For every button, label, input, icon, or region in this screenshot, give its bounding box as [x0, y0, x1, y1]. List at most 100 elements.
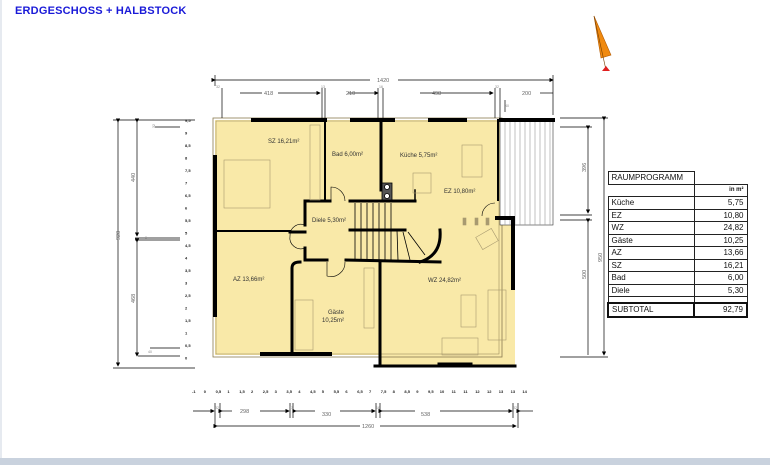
unit-label: in m² — [693, 183, 748, 197]
scale-tick-label: 5,5 — [334, 389, 340, 394]
scale-tick-label: 1,5 — [185, 318, 191, 323]
scale-tick-label: 5 — [322, 389, 325, 394]
room-area: 13,66 — [693, 246, 748, 260]
room-label-az: AZ 13,66m² — [233, 277, 264, 283]
dim-bottom-2: 13 — [289, 406, 293, 410]
dim-left-total: 920 — [116, 231, 122, 240]
dim-top-7: 200 — [522, 91, 531, 97]
dim-bottom-5: 538 — [421, 412, 430, 418]
scale-tick-label: 4 — [185, 256, 188, 261]
scale-tick-label: 4,5 — [310, 389, 316, 394]
scale-tick-label: 8,5 — [404, 389, 410, 394]
room-labels: SZ 16,21m² Bad 6,00m² Küche 5,75m² EZ 10… — [233, 139, 475, 324]
scale-tick-label: 2 — [251, 389, 254, 394]
scale-tick-label: -1 — [192, 389, 196, 394]
scale-tick-label: 2,5 — [185, 293, 191, 298]
scale-tick-label: 6,5 — [357, 389, 363, 394]
scale-tick-label: 1 — [185, 331, 188, 336]
furniture — [223, 124, 507, 356]
dim-bottom-4: 16 — [376, 406, 380, 410]
scale-tick-label: 7,5 — [185, 168, 191, 173]
scale-tick-label: 0,5 — [185, 343, 191, 348]
dim-left-upper: 440 — [131, 173, 137, 182]
room-name: WZ — [607, 221, 695, 235]
room-label-ez: EZ 10,80m² — [444, 189, 475, 195]
dim-top-6: 32 — [495, 85, 499, 89]
room-name: Gäste — [607, 233, 695, 247]
scale-tick-label: 4,5 — [185, 243, 191, 248]
dim-top-total: 1420 — [377, 78, 389, 84]
scale-tick-label: 8 — [185, 156, 188, 161]
scale-tick-label: 3,5 — [286, 389, 292, 394]
room-name: EZ — [607, 208, 695, 222]
dim-top-3: 210 — [346, 91, 355, 97]
scale-tick-label: 11 — [452, 389, 457, 394]
room-area: 16,21 — [693, 258, 748, 272]
room-label-gaeste: Gäste — [328, 310, 345, 316]
room-label-kueche: Küche 5,75m² — [400, 153, 437, 159]
dim-bottom-total: 1260 — [362, 424, 374, 430]
scale-tick-label: 12 — [487, 389, 492, 394]
room-label-wz: WZ 24,82m² — [428, 278, 461, 284]
dim-left-small-2: 40 — [148, 350, 152, 354]
room-area: 10,80 — [693, 208, 748, 222]
bottom-bar — [0, 458, 770, 465]
scale-tick-label: 2 — [185, 306, 188, 311]
scale-tick-label: 0 — [204, 389, 207, 394]
building-floor — [212, 117, 515, 366]
scale-tick-label: 1,5 — [239, 389, 245, 394]
scale-tick-label: 9 — [185, 131, 188, 136]
doors — [289, 186, 496, 277]
dim-bottom-1: 298 — [240, 409, 249, 415]
scale-tick-label: 7 — [185, 181, 188, 186]
scale-tick-label: 9 — [416, 389, 419, 394]
room-label-sz: SZ 16,21m² — [268, 139, 299, 145]
dim-right-upper: 396 — [582, 163, 588, 172]
room-name: AZ — [607, 246, 695, 260]
scale-tick-label: 6 — [345, 389, 348, 394]
dim-top-2: 13 — [321, 85, 325, 89]
scale-tick-label: 7,5 — [381, 389, 387, 394]
subtotal-label: SUBTOTAL — [607, 302, 695, 318]
raumprogramm-title: RAUMPROGRAMM — [607, 171, 695, 185]
vertical-scale: 9,598,587,576,565,554,543,532,521,510,50 — [185, 118, 191, 361]
dim-bottom-3: 330 — [322, 412, 331, 418]
scale-tick-label: 3,5 — [185, 268, 191, 273]
walls — [213, 118, 555, 368]
scale-tick-label: 9,5 — [428, 389, 434, 394]
dim-bottom-6: 32 — [513, 406, 517, 410]
room-area: 5,30 — [693, 283, 748, 297]
scale-tick-label: 5 — [185, 231, 188, 236]
scale-tick-label: 9,5 — [185, 118, 191, 123]
dim-bottom-0: 32 — [215, 406, 219, 410]
subtotal-value: 92,79 — [693, 302, 748, 318]
room-name: Bad — [607, 271, 695, 285]
scale-tick-label: 0 — [185, 356, 188, 361]
scale-tick-label: 8 — [393, 389, 396, 394]
room-area: 10,25 — [693, 233, 748, 247]
right-dimensions — [560, 116, 608, 358]
north-arrow-icon — [593, 15, 612, 71]
scale-tick-label: 12 — [475, 389, 480, 394]
scale-tick-label: 10 — [440, 389, 445, 394]
scale-tick-label: 8,5 — [185, 143, 191, 148]
scale-tick-label: 3 — [185, 281, 188, 286]
scale-tick-label: 1 — [227, 389, 230, 394]
dim-left-small-1: 8 — [145, 236, 147, 240]
room-name: SZ — [607, 258, 695, 272]
dim-right-lower: 500 — [582, 270, 588, 279]
scale-tick-label: 3 — [275, 389, 278, 394]
dim-top-small: 40 — [505, 104, 509, 108]
scale-tick-label: 4 — [298, 389, 301, 394]
